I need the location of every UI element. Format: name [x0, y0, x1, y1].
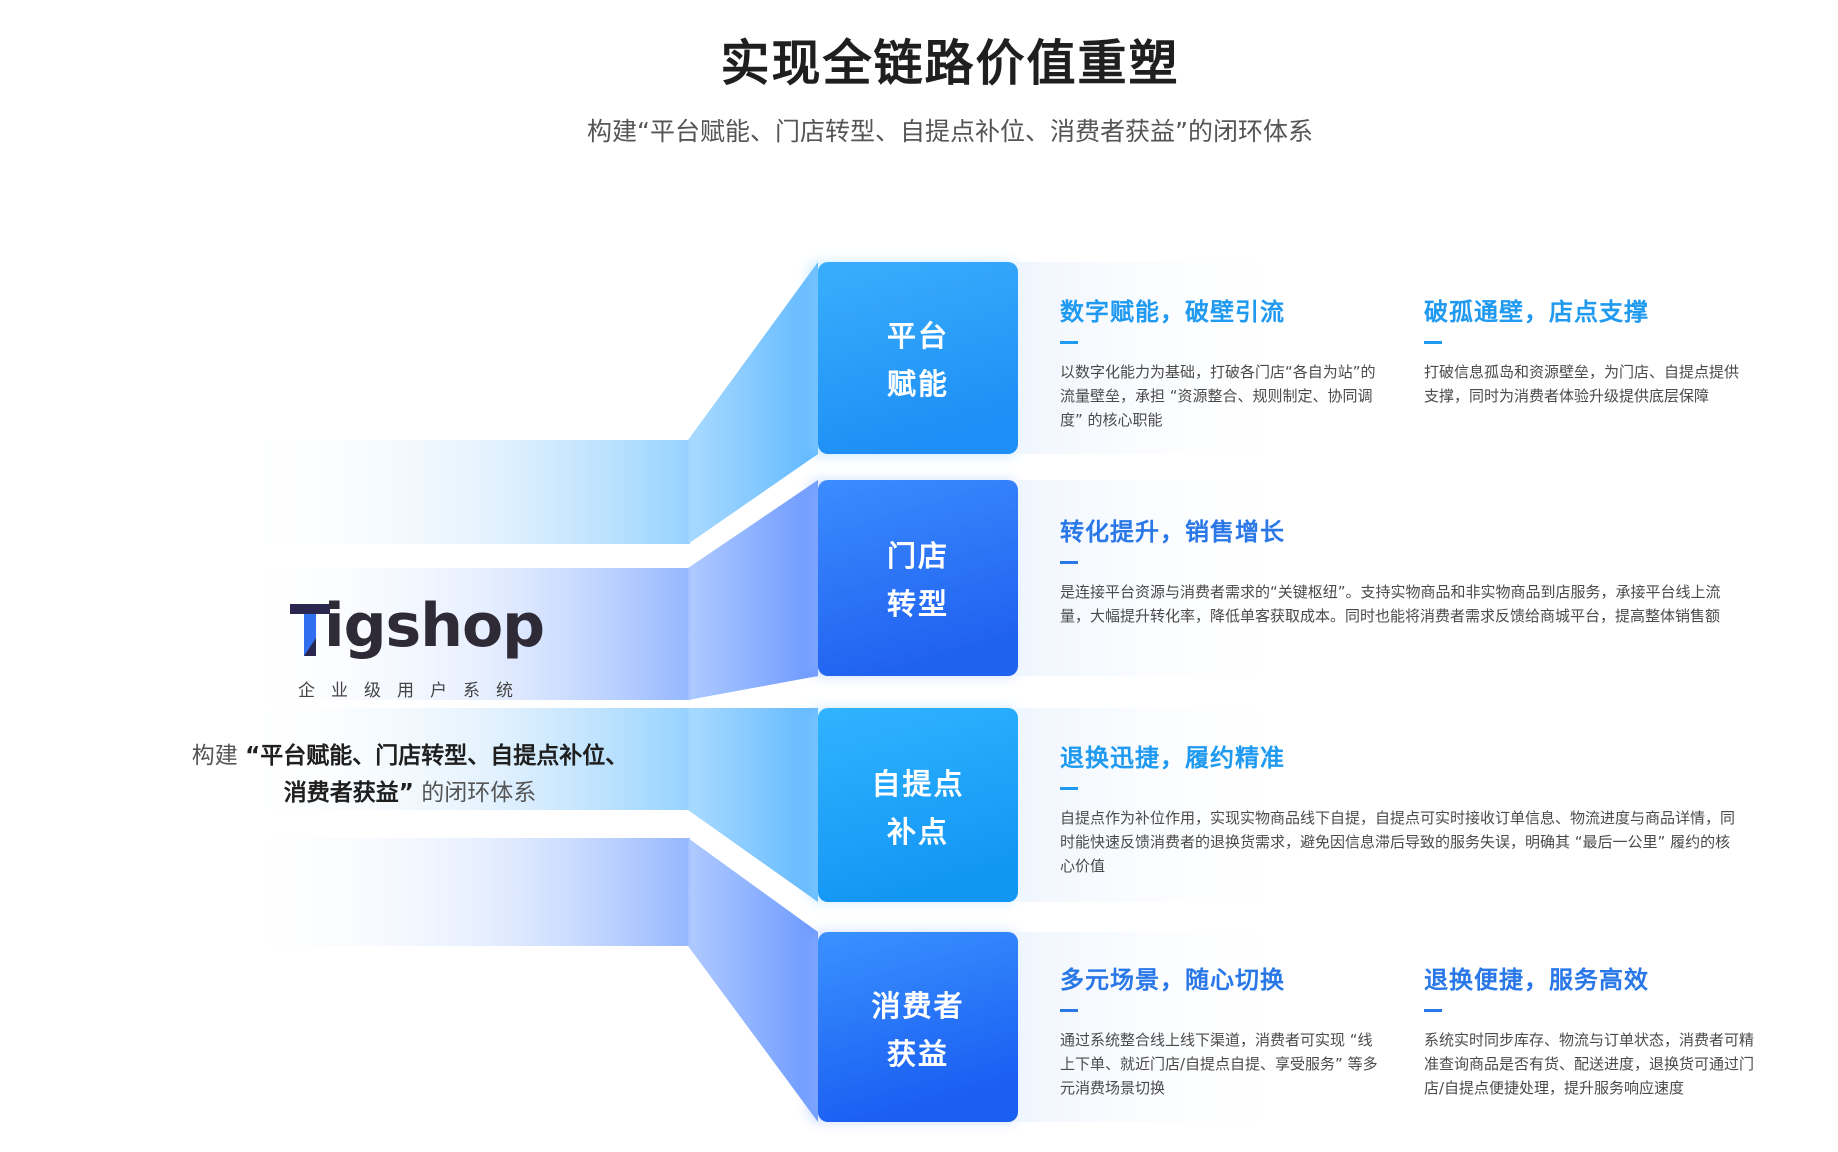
info-pickup-1: 退换迅捷，履约精准 自提点作为补位作用，实现实物商品线下自提，自提点可实时接收订… [1060, 738, 1740, 878]
info-store-1: 转化提升，销售增长 是连接平台资源与消费者需求的“关键枢纽”。支持实物商品和非实… [1060, 512, 1740, 628]
block-label-consumer: 消费者 获益 [818, 982, 1018, 1078]
block-platform [818, 262, 1018, 454]
info-consumer-2: 退换便捷，服务高效 系统实时同步库存、物流与订单状态，消费者可精准查询商品是否有… [1424, 960, 1754, 1100]
block-label-line1: 门店 [886, 539, 949, 573]
left-desc-bold-line1: “平台赋能、门店转型、自提点补位、 [245, 743, 629, 769]
block-label-pickup: 自提点 补点 [818, 760, 1018, 856]
info-text: 打破信息孤岛和资源壁垒，为门店、自提点提供支撑，同时为消费者体验升级提供底层保障 [1424, 363, 1740, 405]
block-label-line1: 平台 [886, 319, 949, 353]
trail-3 [1016, 708, 1316, 902]
left-desc-suffix: 的闭环体系 [421, 780, 537, 806]
left-desc-prefix: 构建 [191, 743, 238, 769]
info-title: 破孤通壁，店点支撑 [1424, 298, 1649, 326]
block-label-platform: 平台 赋能 [818, 312, 1018, 408]
info-text: 以数字化能力为基础，打破各门店“各自为站”的流量壁垒，承担 “资源整合、规则制定… [1060, 363, 1376, 429]
info-dash [1424, 341, 1442, 344]
info-dash [1060, 787, 1078, 790]
block-label-line2: 获益 [886, 1037, 949, 1071]
info-dash [1060, 1009, 1078, 1012]
connector-1 [688, 262, 818, 544]
connector-4 [688, 838, 818, 1122]
trail-1 [1016, 262, 1316, 454]
connector-2 [688, 480, 818, 700]
page-title: 实现全链路价值重塑 [720, 35, 1180, 92]
info-text: 自提点作为补位作用，实现实物商品线下自提，自提点可实时接收订单信息、物流进度与商… [1060, 809, 1736, 875]
info-text: 通过系统整合线上线下渠道，消费者可实现 “线上下单、就近门店/自提点自提、享受服… [1060, 1031, 1378, 1097]
info-dash [1060, 561, 1078, 564]
trail-4 [1016, 932, 1316, 1122]
block-consumer [818, 932, 1018, 1122]
block-label-line1: 自提点 [871, 767, 965, 801]
block-store [818, 480, 1018, 676]
left-desc-bold-line2: 消费者获益” [283, 780, 414, 806]
page-subtitle: 构建“平台赋能、门店转型、自提点补位、消费者获益”的闭环体系 [587, 117, 1313, 146]
ribbon-3 [230, 708, 690, 810]
block-label-line2: 赋能 [886, 367, 949, 401]
left-description: 构建 “平台赋能、门店转型、自提点补位、 消费者获益” 的闭环体系 [150, 738, 670, 812]
block-pickup [818, 708, 1018, 902]
ribbon-4 [230, 838, 690, 946]
info-consumer-1: 多元场景，随心切换 通过系统整合线上线下渠道，消费者可实现 “线上下单、就近门店… [1060, 960, 1380, 1100]
info-dash [1060, 341, 1078, 344]
logo-wordmark: igshop [324, 591, 545, 661]
trail-2 [1016, 480, 1316, 676]
info-platform-1: 数字赋能，破壁引流 以数字化能力为基础，打破各门店“各自为站”的流量壁垒，承担 … [1060, 292, 1380, 432]
block-label-line2: 补点 [886, 815, 949, 849]
info-platform-2: 破孤通壁，店点支撑 打破信息孤岛和资源壁垒，为门店、自提点提供支撑，同时为消费者… [1424, 292, 1744, 408]
connector-3 [688, 708, 818, 902]
info-text: 是连接平台资源与消费者需求的“关键枢纽”。支持实物商品和非实物商品到店服务，承接… [1060, 583, 1721, 625]
tigshop-t-mark-icon [290, 604, 330, 656]
ribbon-1 [230, 440, 690, 544]
info-title: 转化提升，销售增长 [1060, 518, 1285, 546]
info-title: 退换便捷，服务高效 [1424, 966, 1649, 994]
info-text: 系统实时同步库存、物流与订单状态，消费者可精准查询商品是否有货、配送进度，退换货… [1424, 1031, 1755, 1097]
info-title: 多元场景，随心切换 [1060, 966, 1285, 994]
logo-tagline: 企业级用户系统 [298, 681, 529, 701]
info-dash [1424, 1009, 1442, 1012]
block-label-line1: 消费者 [871, 989, 965, 1023]
info-title: 数字赋能，破壁引流 [1060, 298, 1285, 326]
info-title: 退换迅捷，履约精准 [1060, 744, 1285, 772]
block-label-store: 门店 转型 [818, 532, 1018, 628]
block-label-line2: 转型 [886, 587, 949, 621]
logo: igshop 企业级用户系统 [290, 596, 550, 701]
